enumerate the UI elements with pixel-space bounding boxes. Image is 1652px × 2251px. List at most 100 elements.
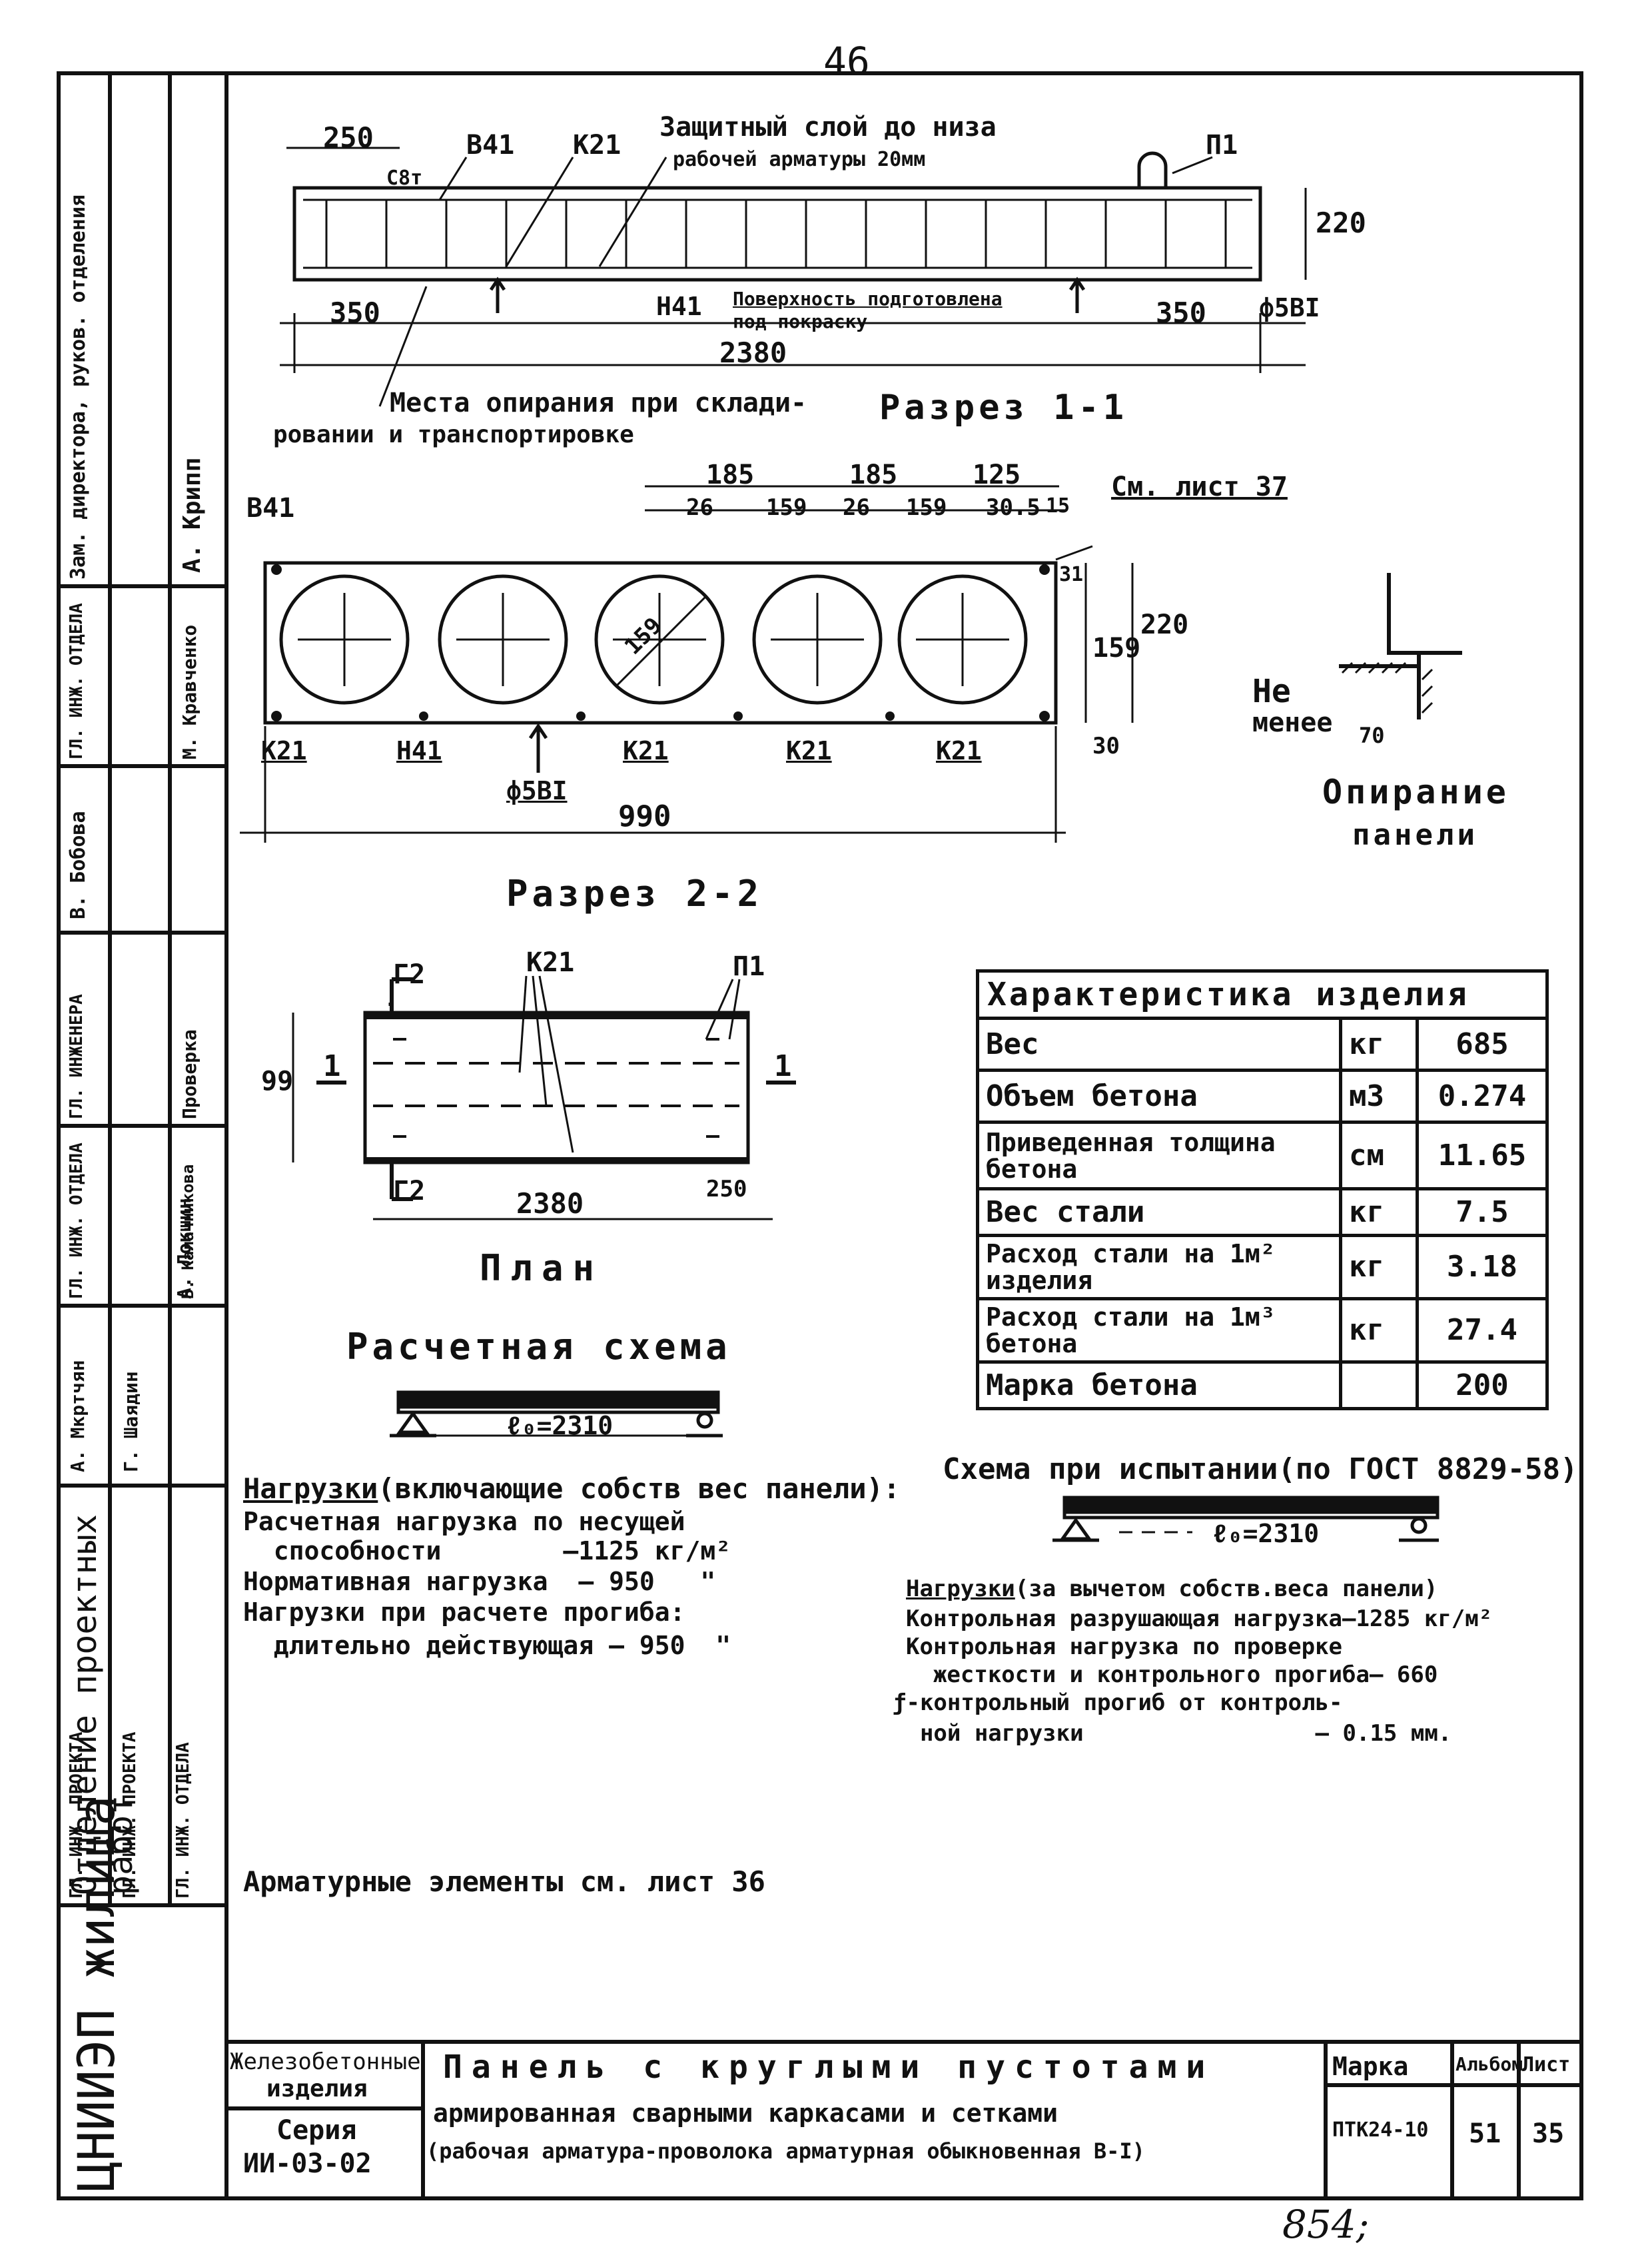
- sidebar-role-2: ГЛ. ИНЖ. ОТДЕЛА: [67, 603, 87, 759]
- label-k21-s2-c: К21: [786, 736, 832, 765]
- sidebar-name-2: В. Бобова: [67, 811, 90, 919]
- dim-2380-s1: 2380: [719, 336, 787, 369]
- note-cover-line1: Защитный слой до низа: [659, 112, 997, 143]
- tb-name-line3: (рабочая арматура-проволока арматурная о…: [426, 2138, 1145, 2164]
- label-k21-s2-d: К21: [936, 736, 982, 765]
- sidebar-role-7: ГЛ. ИНЖ. ПРОЕКТА: [67, 1731, 87, 1899]
- handwritten-number: 854;: [1282, 2202, 1370, 2247]
- plan-mark-s1-left: 1: [323, 1049, 341, 1083]
- note-cover-line2: рабочей арматуры 20мм: [673, 148, 926, 171]
- dim-159-b: 159: [906, 494, 947, 521]
- tb-mark-label: Марка: [1332, 2052, 1409, 2081]
- table-header-row: Характеристика изделия: [976, 969, 1549, 1020]
- tb-album-value: 51: [1469, 2118, 1501, 2149]
- dim-15: 15: [1046, 494, 1070, 518]
- calc-loads-title-suffix: (включающие собств вес панели):: [378, 1472, 901, 1505]
- row-unit: [1339, 1360, 1419, 1410]
- tb-mark-value: ПТК24-10: [1332, 2118, 1429, 2142]
- row-value: 27.4: [1416, 1297, 1549, 1364]
- plan-mark-g2-bottom: Г2: [393, 1176, 426, 1206]
- table-title: Характеристика изделия: [976, 969, 1549, 1020]
- row-value: 0.274: [1416, 1069, 1549, 1124]
- row-value: 200: [1416, 1360, 1549, 1410]
- row-name: Приведенная толщина бетона: [976, 1121, 1342, 1190]
- calc-load-line-3: Нормативная нагрузка — 950 ": [243, 1567, 716, 1596]
- dim-30-5: 30.5: [986, 494, 1040, 521]
- test-loads-title: Нагрузки(за вычетом собств.веса панели): [906, 1576, 1438, 1602]
- row-value: 3.18: [1416, 1234, 1549, 1300]
- support-note-line1: Не: [1252, 673, 1291, 710]
- dim-350-left: 350: [330, 296, 380, 329]
- sidebar-role-6: ГЛ. ИНЖ. ПРОЕКТА: [120, 1731, 140, 1899]
- sidebar-name-7: В. Калачникова: [179, 1164, 197, 1299]
- sidebar-name-8: Проверка: [179, 1029, 201, 1119]
- dim-185-a: 185: [706, 460, 755, 490]
- sidebar-role-4: ГЛ. ИНЖ. ОТДЕЛА: [67, 1142, 87, 1299]
- calc-scheme-title: Расчетная схема: [346, 1326, 731, 1368]
- row-value: 7.5: [1416, 1187, 1549, 1237]
- calc-load-line-4: Нагрузки при расчете прогиба:: [243, 1597, 685, 1627]
- label-p1-s1: П1: [1206, 130, 1238, 161]
- note-support-line1: Места опирания при склади-: [390, 388, 807, 418]
- sidebar-role-3: ГЛ. ИНЖЕНЕРА: [67, 994, 87, 1119]
- calc-loads-title: Нагрузки(включающие собств вес панели):: [243, 1472, 900, 1505]
- row-name: Расход стали на 1м² изделия: [976, 1234, 1342, 1300]
- dim-220-s1: 220: [1316, 207, 1366, 239]
- row-name: Вес стали: [976, 1187, 1342, 1237]
- tb-series-line2: ИИ-03-02: [243, 2148, 372, 2179]
- dim-159-v: 159: [1092, 633, 1141, 664]
- support-title-line2: панели: [1352, 818, 1478, 852]
- sidebar-role-1: Зам. директора, руков. отделения: [67, 195, 90, 580]
- label-v41-s1: В41: [466, 130, 515, 161]
- label-v41-s2: В41: [246, 493, 295, 524]
- test-loads-title-word: Нагрузки: [906, 1576, 1015, 1602]
- plan-dim-250: 250: [706, 1176, 747, 1202]
- row-name: Марка бетона: [976, 1360, 1342, 1410]
- tb-sheet-label: Лист: [1522, 2053, 1571, 2076]
- test-load-line-4: ƒ-контрольный прогиб от контроль-: [893, 1689, 1343, 1716]
- dim-990: 990: [618, 799, 671, 833]
- test-load-line-2: Контрольная нагрузка по проверке: [906, 1633, 1343, 1660]
- sidebar-name-4: А. Мкртчян: [67, 1360, 89, 1472]
- row-name: Вес: [976, 1017, 1342, 1072]
- dim-159-a: 159: [766, 494, 807, 521]
- row-value: 11.65: [1416, 1121, 1549, 1190]
- dim-31: 31: [1059, 563, 1084, 586]
- plan-label-k21: К21: [526, 947, 575, 978]
- row-unit: м3: [1339, 1069, 1419, 1124]
- label-rod-s2: ф5ВI: [506, 776, 568, 805]
- label-rod-s1: ф5ВI: [1259, 293, 1320, 322]
- tb-name-line1: Панель с круглыми пустотами: [443, 2048, 1215, 2086]
- row-unit: кг: [1339, 1234, 1419, 1300]
- support-dim-70: 70: [1359, 723, 1385, 748]
- tb-series-line1: Серия: [276, 2115, 357, 2146]
- row-unit: см: [1339, 1121, 1419, 1190]
- calc-scheme-span: ℓ₀=2310: [506, 1411, 614, 1440]
- tb-sheet-value: 35: [1532, 2118, 1565, 2149]
- row-value: 685: [1416, 1017, 1549, 1072]
- label-n41-s2: Н41: [396, 736, 442, 765]
- plan-dim-length: 2380: [516, 1187, 584, 1220]
- dim-250: 250: [323, 121, 374, 154]
- label-k21-s2-a: К21: [261, 736, 307, 765]
- test-loads-title-suffix: (за вычетом собств.веса панели): [1015, 1576, 1438, 1602]
- table-row: Марка бетона 200: [976, 1360, 1549, 1410]
- row-unit: кг: [1339, 1187, 1419, 1237]
- ref-sheet-37: См. лист 37: [1111, 472, 1288, 502]
- sidebar-name-1: А. Крипп: [179, 457, 206, 573]
- label-c-s1: С8т: [386, 167, 423, 190]
- calc-load-line-5: длительно действующая — 950 ": [243, 1631, 731, 1660]
- row-name: Объем бетона: [976, 1069, 1342, 1124]
- dim-350-right: 350: [1156, 296, 1206, 329]
- dim-185-b: 185: [849, 460, 898, 490]
- calc-loads-title-word: Нагрузки: [243, 1472, 378, 1505]
- sidebar-name-5: Г. Шаядин: [120, 1371, 142, 1472]
- label-k21-s1: К21: [573, 130, 621, 161]
- dim-26-b: 26: [843, 494, 870, 521]
- plan-title: План: [480, 1247, 604, 1289]
- test-scheme-span: ℓ₀=2310: [1212, 1519, 1320, 1548]
